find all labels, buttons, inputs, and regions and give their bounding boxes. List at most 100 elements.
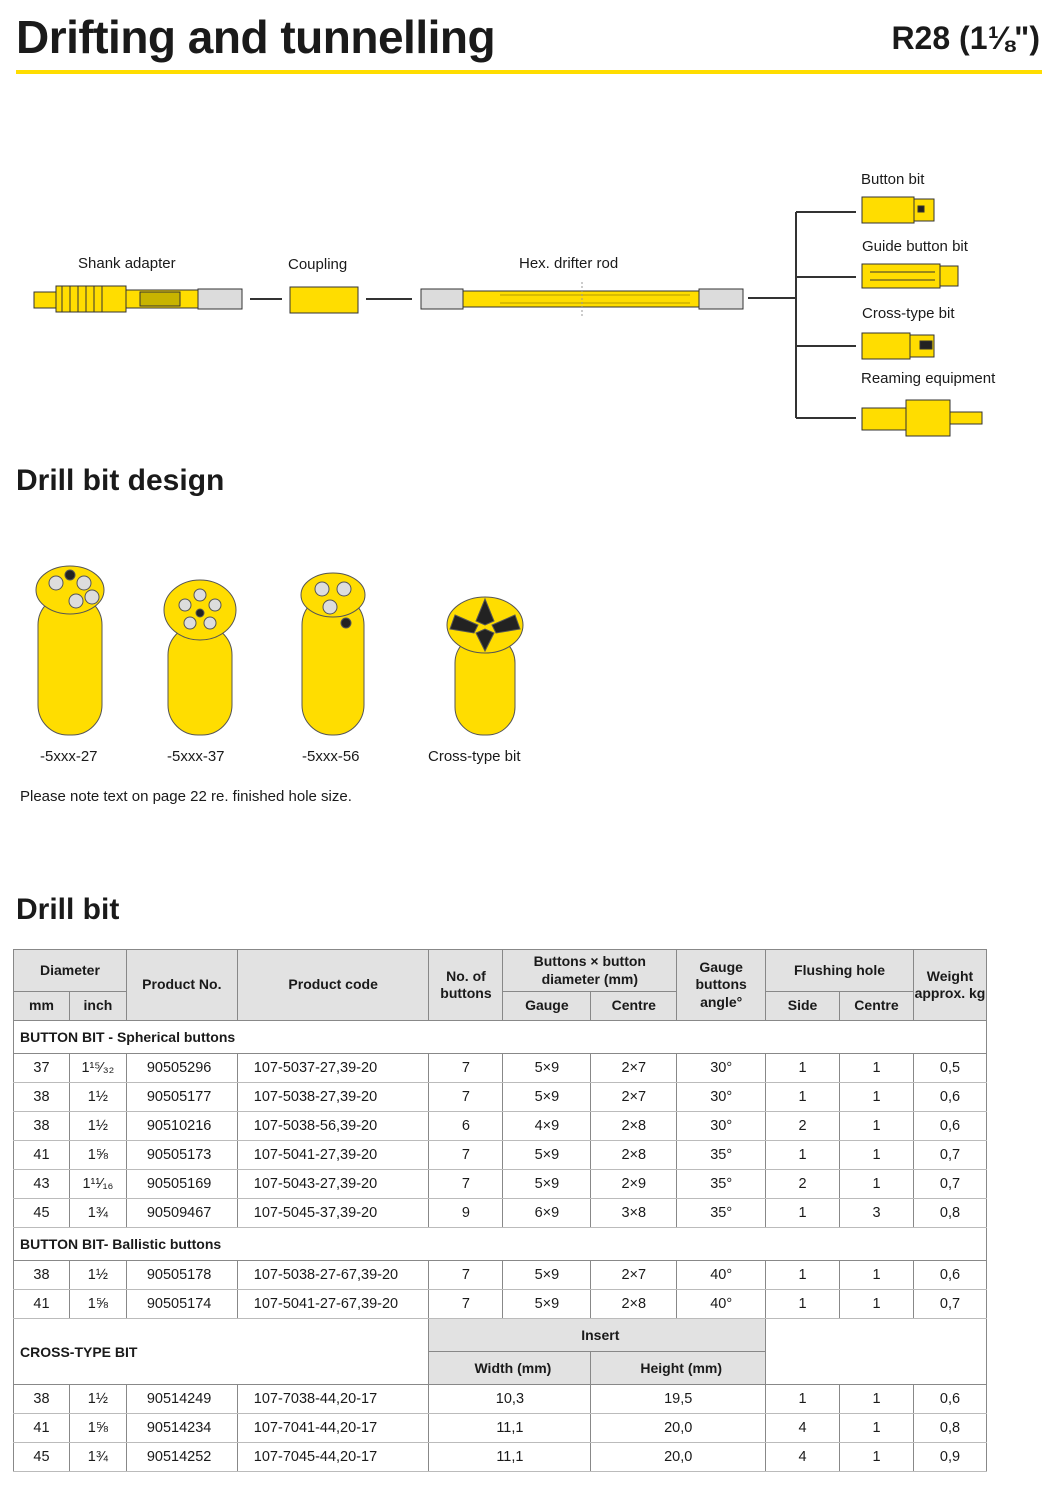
table-cell: 1⅝ (68, 1140, 127, 1170)
table-cell: 1¾ (68, 1442, 127, 1472)
table-cell: 90505178 (125, 1260, 238, 1290)
design-note: Please note text on page 22 re. finished… (20, 788, 352, 805)
bit-illustration-27 (35, 565, 105, 736)
table-cell: 4 (765, 1442, 841, 1472)
table-cell: 1 (839, 1384, 914, 1414)
table-cell: 1¹⁵⁄₃₂ (68, 1053, 127, 1083)
table-cell: 5×9 (502, 1140, 592, 1170)
th-gauge: Gauge (502, 991, 592, 1021)
table-cell: 45 (13, 1198, 70, 1228)
label-shank-adapter: Shank adapter (78, 255, 176, 272)
table-cell: 107-5041-27-67,39-20 (236, 1289, 430, 1319)
table-cell: 7 (428, 1169, 504, 1199)
table-cell: 107-7038-44,20-17 (236, 1384, 430, 1414)
page-subtitle: R28 (1⅛") (891, 20, 1040, 56)
label-button-bit: Button bit (861, 171, 925, 188)
table-cell: 0,6 (912, 1260, 988, 1290)
table-cell: 0,8 (912, 1413, 988, 1443)
table-cell: 30° (676, 1111, 767, 1141)
table-cell: 107-5045-37,39-20 (236, 1198, 430, 1228)
bit-illustration-37 (163, 579, 237, 736)
table-cell: 38 (13, 1082, 70, 1112)
label-cross-bit: Cross-type bit (862, 305, 955, 322)
table-cell: 90505174 (125, 1289, 238, 1319)
table-cell: 1¾ (68, 1198, 127, 1228)
th-inch: inch (68, 991, 127, 1021)
cross-blank (765, 1318, 987, 1385)
th-flushing: Flushing hole (765, 949, 914, 992)
table-cell: 41 (13, 1289, 70, 1319)
table-cell: 1 (839, 1140, 914, 1170)
table-cell: 0,7 (912, 1169, 988, 1199)
table-cell: 2×7 (590, 1053, 678, 1083)
table-cell: 2×7 (590, 1260, 678, 1290)
section-spherical: BUTTON BIT - Spherical buttons (13, 1020, 987, 1054)
table-cell: 2×7 (590, 1082, 678, 1112)
bit-illustration-56 (300, 572, 366, 736)
table-cell: 5×9 (502, 1082, 592, 1112)
table-cell: 30° (676, 1082, 767, 1112)
table-cell: 90505173 (125, 1140, 238, 1170)
table-cell: 1 (765, 1082, 841, 1112)
table-cell: 0,7 (912, 1140, 988, 1170)
table-cell: 11,1 (428, 1442, 592, 1472)
drill-bit-table: Diameter Product No. Product code No. of… (12, 949, 988, 1472)
table-cell: 35° (676, 1169, 767, 1199)
shank-adapter-drawing (33, 285, 243, 313)
th-width: Width (mm) (428, 1351, 592, 1385)
table-cell: 2×8 (590, 1111, 678, 1141)
table-cell: 90510216 (125, 1111, 238, 1141)
table-cell: 90514252 (125, 1442, 238, 1472)
section-ballistic: BUTTON BIT- Ballistic buttons (13, 1227, 987, 1261)
table-cell: 5×9 (502, 1053, 592, 1083)
table-cell: 0,6 (912, 1384, 988, 1414)
table-cell: 0,7 (912, 1289, 988, 1319)
table-cell: 20,0 (590, 1442, 767, 1472)
th-centre: Centre (590, 991, 678, 1021)
drifter-rod-drawing (420, 282, 744, 316)
table-cell: 10,3 (428, 1384, 592, 1414)
table-cell: 45 (13, 1442, 70, 1472)
table-cell: 2×8 (590, 1140, 678, 1170)
table-cell: 40° (676, 1260, 767, 1290)
table-cell: 4 (765, 1413, 841, 1443)
table-cell: 1½ (68, 1384, 127, 1414)
table-cell: 90505177 (125, 1082, 238, 1112)
th-product-no: Product No. (125, 949, 238, 1021)
table-cell: 38 (13, 1111, 70, 1141)
table-cell: 2×9 (590, 1169, 678, 1199)
th-buttons-diameter: Buttons × button diameter (mm) (502, 949, 678, 992)
bit-label-27: -5xxx-27 (40, 748, 98, 765)
table-cell: 1½ (68, 1260, 127, 1290)
table-cell: 43 (13, 1169, 70, 1199)
table-cell: 1 (765, 1289, 841, 1319)
table-cell: 9 (428, 1198, 504, 1228)
table-cell: 38 (13, 1260, 70, 1290)
table-cell: 1½ (68, 1082, 127, 1112)
table-cell: 3 (839, 1198, 914, 1228)
table-cell: 40° (676, 1289, 767, 1319)
th-flush-centre: Centre (839, 991, 914, 1021)
th-insert: Insert (428, 1318, 767, 1352)
title-rule (16, 70, 1042, 74)
table-cell: 35° (676, 1140, 767, 1170)
table-cell: 1⅝ (68, 1413, 127, 1443)
table-cell: 20,0 (590, 1413, 767, 1443)
table-cell: 107-5038-56,39-20 (236, 1111, 430, 1141)
label-rod: Hex. drifter rod (519, 255, 619, 272)
table-cell: 107-7041-44,20-17 (236, 1413, 430, 1443)
table-cell: 0,6 (912, 1082, 988, 1112)
table-cell: 7 (428, 1053, 504, 1083)
bit-label-cross: Cross-type bit (428, 748, 521, 765)
table-cell: 19,5 (590, 1384, 767, 1414)
label-reaming: Reaming equipment (861, 370, 996, 387)
bit-label-56: -5xxx-56 (302, 748, 360, 765)
table-cell: 7 (428, 1140, 504, 1170)
table-cell: 1¹¹⁄₁₆ (68, 1169, 127, 1199)
th-mm: mm (13, 991, 70, 1021)
table-cell: 30° (676, 1053, 767, 1083)
th-side: Side (765, 991, 841, 1021)
table-cell: 107-5043-27,39-20 (236, 1169, 430, 1199)
